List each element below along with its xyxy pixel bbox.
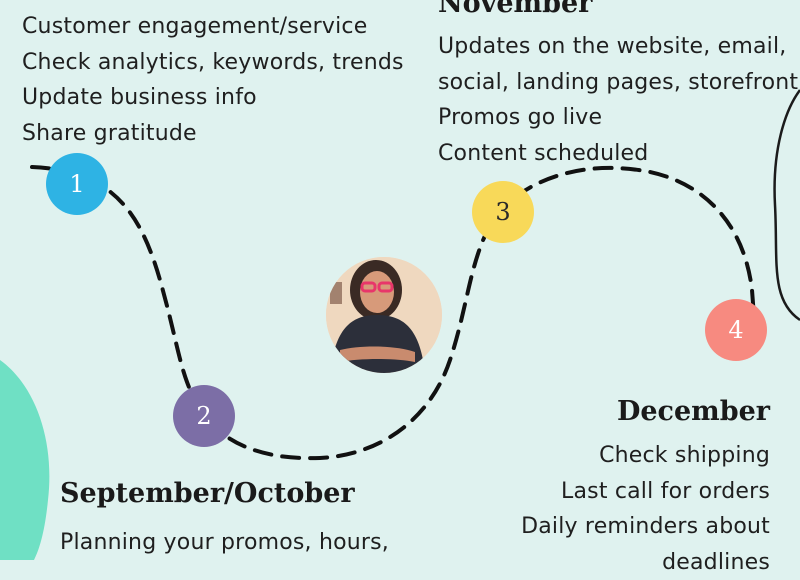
list-item: Content scheduled <box>438 136 798 172</box>
list-item: Check analytics, keywords, trends <box>22 45 404 81</box>
september-october-heading: September/October <box>60 478 355 509</box>
list-item: Promos go live <box>438 100 798 136</box>
list-item: Planning your promos, hours, <box>60 525 389 561</box>
teal-blob-decoration <box>0 360 49 560</box>
list-item: social, landing pages, storefront <box>438 65 798 101</box>
step-4-number: 4 <box>728 316 743 344</box>
november-heading: November <box>438 0 592 19</box>
list-item: Last call for orders <box>521 474 770 510</box>
portrait-avatar <box>326 257 442 373</box>
list-item: Check shipping <box>521 438 770 474</box>
step-1-number: 1 <box>69 170 84 198</box>
list-item: Updates on the website, email, <box>438 29 798 65</box>
december-heading: December <box>617 396 770 427</box>
step-1-marker: 1 <box>46 153 108 215</box>
list-item: Customer engagement/service <box>22 9 404 45</box>
step-2-number: 2 <box>196 402 211 430</box>
step-4-marker: 4 <box>705 299 767 361</box>
september-october-task-list: Planning your promos, hours, <box>60 525 389 561</box>
top-left-task-list: Customer engagement/service Check analyt… <box>22 9 404 151</box>
december-task-list: Check shipping Last call for orders Dail… <box>521 438 770 580</box>
step-3-marker: 3 <box>472 181 534 243</box>
step-2-marker: 2 <box>173 385 235 447</box>
list-item: deadlines <box>521 545 770 580</box>
step-3-number: 3 <box>495 198 510 226</box>
list-item: Daily reminders about <box>521 509 770 545</box>
list-item: Update business info <box>22 80 404 116</box>
november-task-list: Updates on the website, email, social, l… <box>438 29 798 171</box>
list-item: Share gratitude <box>22 116 404 152</box>
